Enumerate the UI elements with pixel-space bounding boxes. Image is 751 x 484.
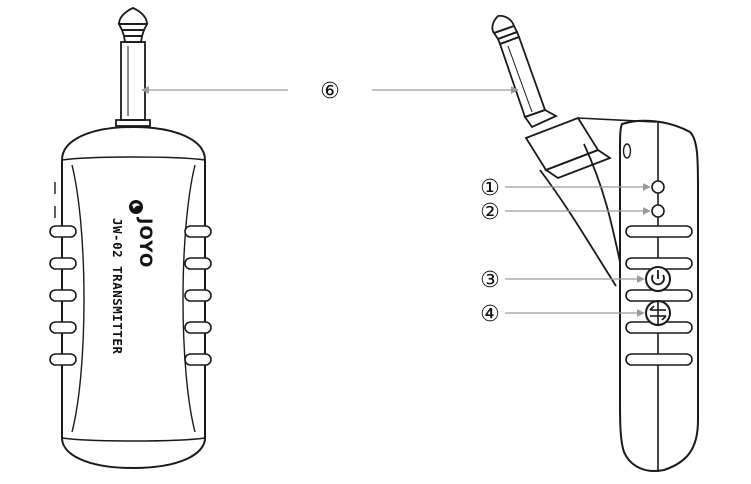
joyo-logo-icon [129,200,143,214]
pair-button[interactable] [645,300,671,326]
callout-leaders [141,86,651,317]
led-indicator-1 [651,180,665,194]
front-view-device: JOYO JW-02 TRANSMITTER [49,7,212,470]
model-label: JW-02 TRANSMITTER [110,218,125,354]
power-button[interactable] [645,266,671,292]
callout-3: ③ [480,268,500,293]
front-left-grip [49,182,77,366]
side-jack-plug [491,14,612,180]
power-icon [651,270,665,286]
side-view-device [491,14,699,472]
callout-1: ① [480,176,500,201]
front-right-grip [184,225,212,366]
pair-arrows-icon [649,302,667,324]
callout-2: ② [480,200,500,225]
led-indicator-2 [651,204,665,218]
callout-6: ⑥ [320,79,340,104]
brand-label: JOYO [135,217,155,268]
front-jack-plug [115,7,151,127]
callout-4: ④ [480,302,500,327]
